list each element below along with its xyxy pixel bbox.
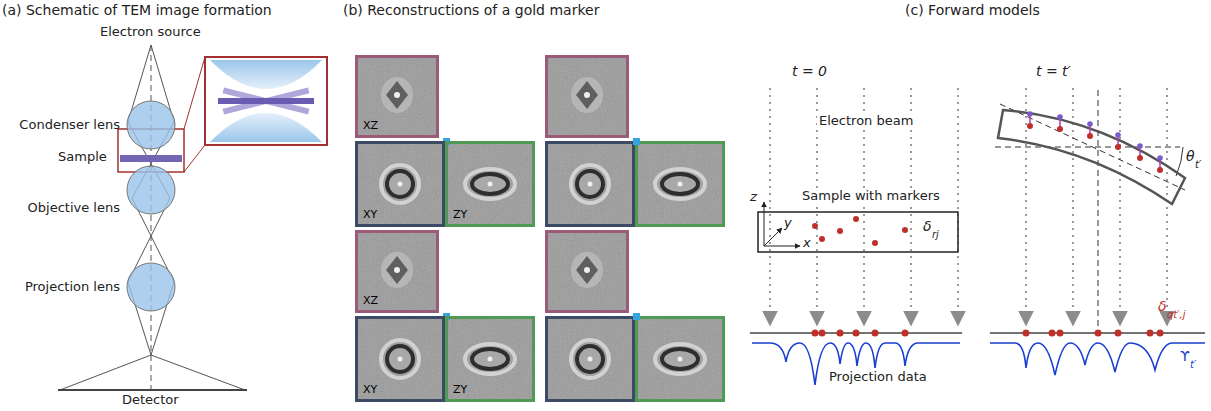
text-label: t = 0 — [792, 63, 827, 79]
text-label: ϒ — [1180, 348, 1190, 364]
slice-tile: XZ — [355, 230, 439, 313]
text-label: t′ — [1190, 359, 1196, 371]
lens-label: Condenser lens — [19, 117, 120, 132]
text-label: Projection data — [827, 370, 929, 385]
text-label: (b) Reconstructions of a gold marker — [343, 2, 599, 18]
view-label: XY — [363, 383, 377, 396]
lens-shape — [126, 100, 176, 150]
view-label: XY — [363, 208, 377, 221]
text-label: (c) Forward models — [905, 2, 1040, 18]
text-label: y — [784, 216, 792, 231]
text-label: δ — [1158, 298, 1167, 314]
lens-node: Condenser lens — [126, 100, 176, 150]
slice-tile: XZ — [355, 55, 439, 138]
view-label: XZ — [363, 119, 378, 132]
view-label: ZY — [453, 383, 467, 396]
lens-shape — [126, 262, 176, 312]
slice-tile: ZY — [445, 316, 535, 402]
text-label: δ — [923, 218, 932, 234]
text-label: (a) Schematic of TEM image formation — [2, 2, 272, 18]
lens-shape — [126, 165, 176, 215]
slice-tile: XY — [355, 141, 445, 227]
text-label: t′ — [1195, 159, 1201, 171]
slice-tile: ZY — [445, 141, 535, 227]
text-label: t = t′ — [1036, 63, 1071, 79]
text-label: Detector — [122, 393, 179, 408]
text-label: rj — [932, 229, 939, 241]
text-label: θ — [1186, 148, 1195, 164]
text-label: qt′,j — [1167, 309, 1186, 321]
lens-node: Projection lens — [126, 262, 176, 312]
lens-label: Projection lens — [25, 279, 120, 294]
text-label: x — [803, 236, 811, 251]
text-label: Electron source — [100, 25, 201, 40]
lens-label: Objective lens — [28, 200, 120, 215]
text-label: z — [750, 190, 757, 205]
text-label: Electron beam — [817, 114, 915, 129]
text-label: Sample with markers — [800, 189, 942, 204]
view-label: ZY — [453, 208, 467, 221]
slice-tile: XY — [355, 316, 445, 402]
text-label: Sample — [58, 150, 107, 165]
lens-node: Objective lens — [126, 165, 176, 215]
view-label: XZ — [363, 294, 378, 307]
